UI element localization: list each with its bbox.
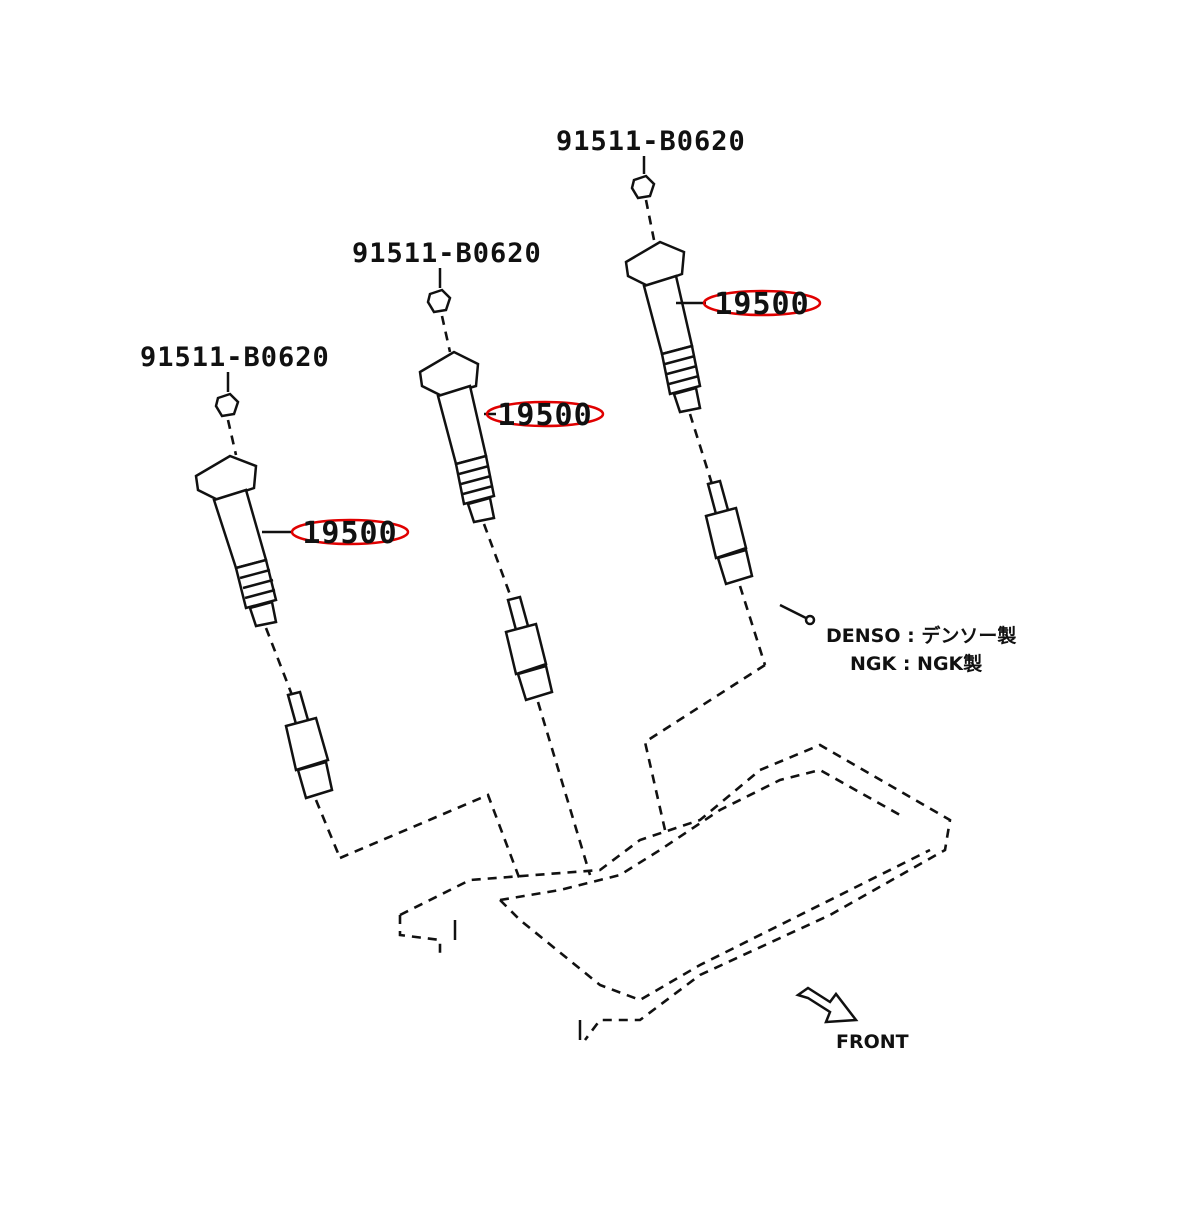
coil-part-number-3: 19500 <box>714 287 809 322</box>
spark-plug-icon <box>284 690 334 800</box>
plug-maker-legend: DENSO : デンソー製 NGK : NGK製 <box>779 603 1016 675</box>
bolt-icon <box>630 174 656 200</box>
legend-ngk: NGK : NGK製 <box>850 653 982 675</box>
coil-assembly-1: 91511-B0620 19500 <box>140 342 522 881</box>
bolt-part-number-3: 91511-B0620 <box>556 126 746 157</box>
bolt-icon <box>426 288 452 314</box>
ignition-coil-icon <box>418 350 496 524</box>
front-label: FRONT <box>836 1031 909 1053</box>
legend-denso: DENSO : デンソー製 <box>826 624 1016 647</box>
coil-part-number-1: 19500 <box>302 516 397 551</box>
coil-part-number-2: 19500 <box>497 398 592 433</box>
legend-pointer <box>779 603 807 620</box>
bolt-icon <box>214 392 240 418</box>
coil-assembly-2: 91511-B0620 19500 <box>352 238 605 876</box>
spark-plug-icon <box>504 595 554 702</box>
ignition-coil-icon <box>194 454 278 628</box>
bolt-part-number-2: 91511-B0620 <box>352 238 542 269</box>
head-gasket <box>398 743 952 1041</box>
ignition-coil-icon <box>624 240 702 414</box>
spark-plug-icon <box>704 479 754 586</box>
coil-assembly-3: 91511-B0620 19500 <box>556 126 822 831</box>
bolt-part-number-1: 91511-B0620 <box>140 342 330 373</box>
front-arrow-icon <box>795 986 859 1024</box>
